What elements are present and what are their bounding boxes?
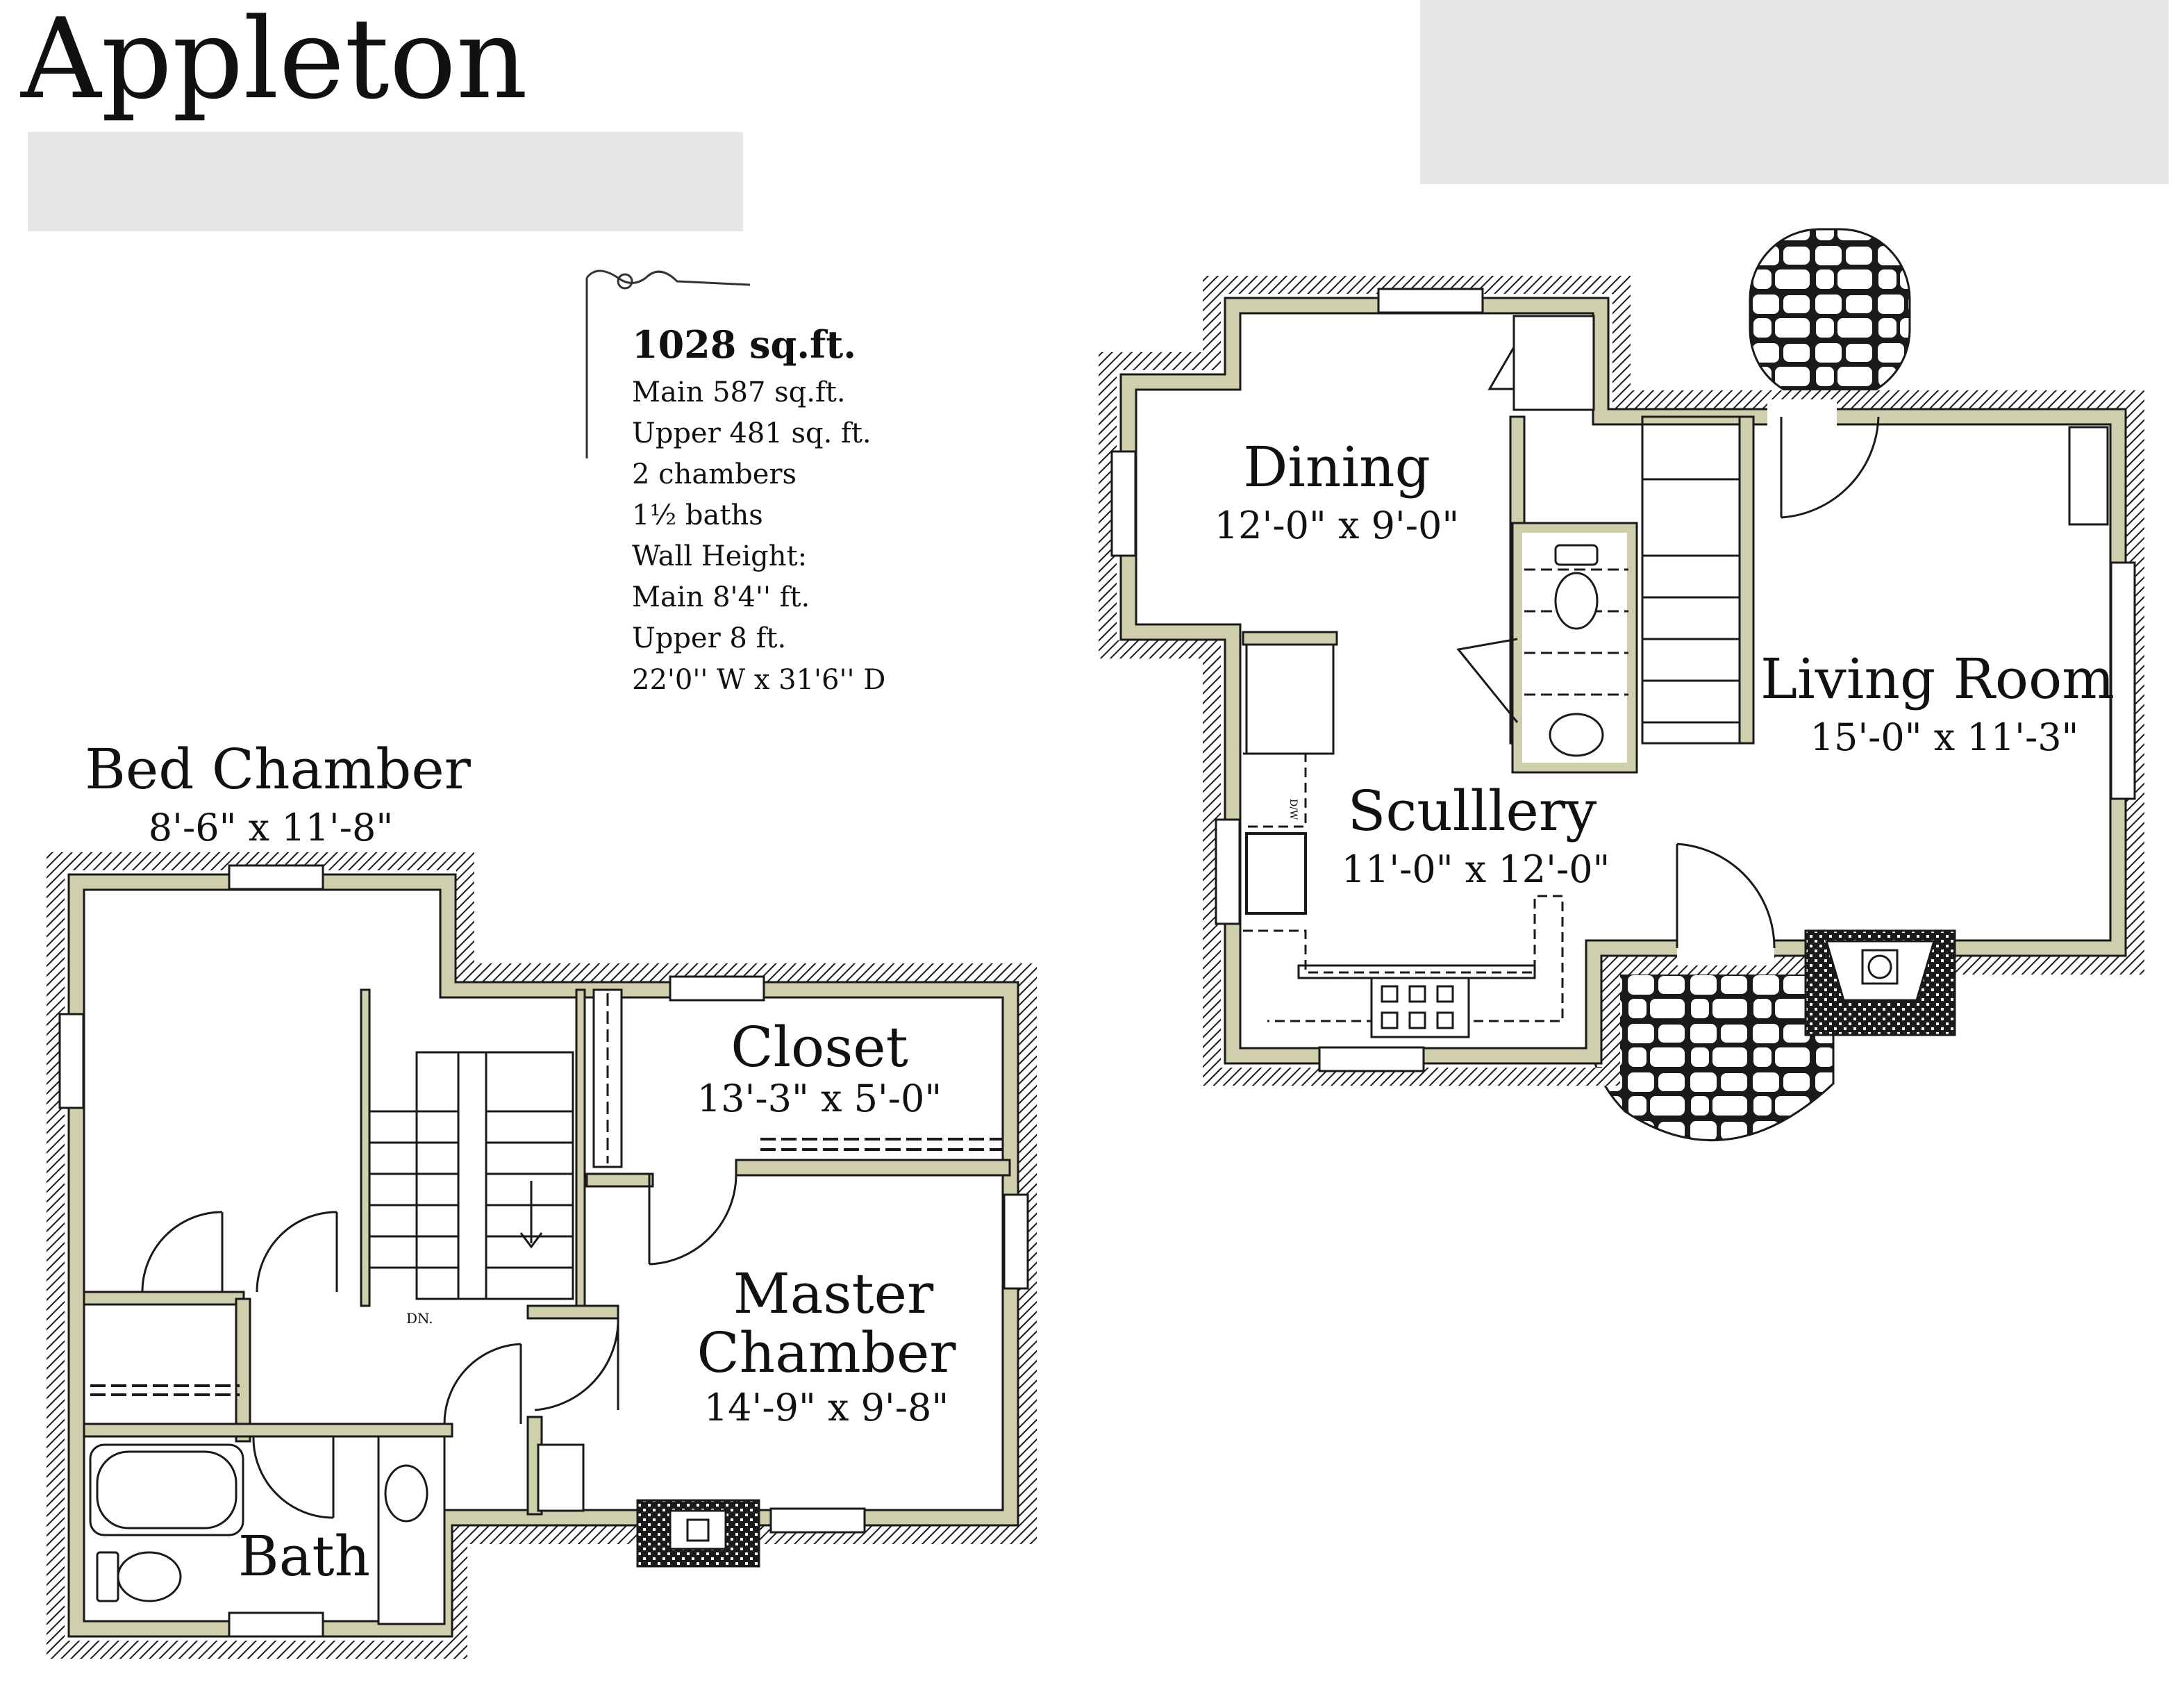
window: [1377, 288, 1484, 314]
shelf: [2068, 426, 2109, 526]
vanity: [377, 1435, 446, 1625]
room-name-living-room: Living Room: [1760, 647, 2115, 711]
spec-total: 1028 sq.ft.: [632, 322, 856, 367]
door: [256, 1211, 338, 1293]
plan-title: Appleton: [20, 0, 528, 124]
door: [443, 1343, 522, 1425]
spec-line-7: 22'0'' W x 31'6'' D: [632, 664, 885, 696]
window: [228, 1611, 324, 1638]
spec-line-0: Main 587 sq.ft.: [632, 376, 846, 408]
bathtub-icon: [89, 1443, 244, 1536]
upper-floor-plan: DN.: [47, 737, 1037, 1659]
main-inner-wall: [1121, 298, 2126, 1063]
window: [58, 1013, 85, 1109]
spec-line-6: Upper 8 ft.: [632, 622, 786, 654]
room-dims-dining: 12'-0" x 9'-0": [1215, 504, 1459, 547]
room-name-closet: Closet: [731, 1015, 908, 1079]
spec-line-1: Upper 481 sq. ft.: [632, 417, 872, 449]
room-name-bed-chamber: Bed Chamber: [85, 737, 472, 802]
spec-line-2: 2 chambers: [632, 458, 797, 490]
door: [534, 1318, 619, 1411]
window: [1215, 818, 1241, 925]
kitchen-sink: [1245, 832, 1307, 915]
upper-inner-wall: [69, 874, 1018, 1636]
sink-icon: [1549, 713, 1604, 757]
sink-icon: [384, 1464, 428, 1523]
refrigerator: [1245, 641, 1335, 755]
room-name-scullery: Sculllery: [1348, 779, 1597, 843]
door: [252, 1436, 335, 1519]
room-dims-bed-chamber: 8'-6" x 11'-8": [149, 806, 393, 849]
door: [1780, 416, 1880, 519]
window: [1110, 450, 1137, 557]
main-stairs: [1641, 415, 1741, 745]
redaction-box-left: [28, 132, 743, 231]
spec-line-5: Main 8'4'' ft.: [632, 581, 810, 613]
room-name-bath: Bath: [238, 1524, 370, 1589]
toilet-icon: [96, 1551, 182, 1602]
main-floor-plan: D/W Dining 12'-0" x 9'-0" Living Room 15…: [1099, 228, 2144, 1142]
door: [141, 1211, 224, 1293]
toilet-icon: [1554, 544, 1599, 630]
dishwasher-label: D/W: [1287, 799, 1299, 820]
room-dims-master-chamber: 14'-9" x 9'-8": [704, 1386, 949, 1429]
window: [1318, 1046, 1425, 1072]
stone-chimney-top: [1749, 228, 1911, 401]
spec-line-3: 1½ baths: [632, 499, 763, 531]
window: [669, 975, 765, 1002]
specs-block: 1028 sq.ft. Main 587 sq.ft. Upper 481 sq…: [585, 270, 885, 696]
room-name-master: Master: [733, 1261, 934, 1326]
window: [228, 864, 324, 890]
redaction-box-right: [1420, 0, 2169, 184]
upper-stairs: [369, 1051, 574, 1300]
room-name-chamber: Chamber: [697, 1320, 956, 1385]
main-outer-wall: [1099, 276, 2144, 1086]
window: [1003, 1193, 1029, 1290]
room-dims-living-room: 15'-0" x 11'-3": [1810, 715, 2079, 759]
room-dims-scullery: 11'-0" x 12'-0": [1342, 847, 1610, 891]
window: [769, 1507, 866, 1534]
door: [1676, 843, 1776, 949]
door: [648, 1173, 737, 1266]
stone-hearth: [1588, 957, 1835, 1142]
cabinet: [537, 1443, 585, 1512]
window: [2110, 561, 2136, 800]
upper-outer-wall: [47, 852, 1037, 1659]
room-dims-closet: 13'-3" x 5'-0": [697, 1077, 942, 1120]
stove-icon: [1370, 977, 1470, 1038]
stair-dn-label: DN.: [406, 1310, 433, 1327]
room-name-dining: Dining: [1243, 435, 1431, 499]
spec-line-4: Wall Height:: [632, 540, 807, 572]
